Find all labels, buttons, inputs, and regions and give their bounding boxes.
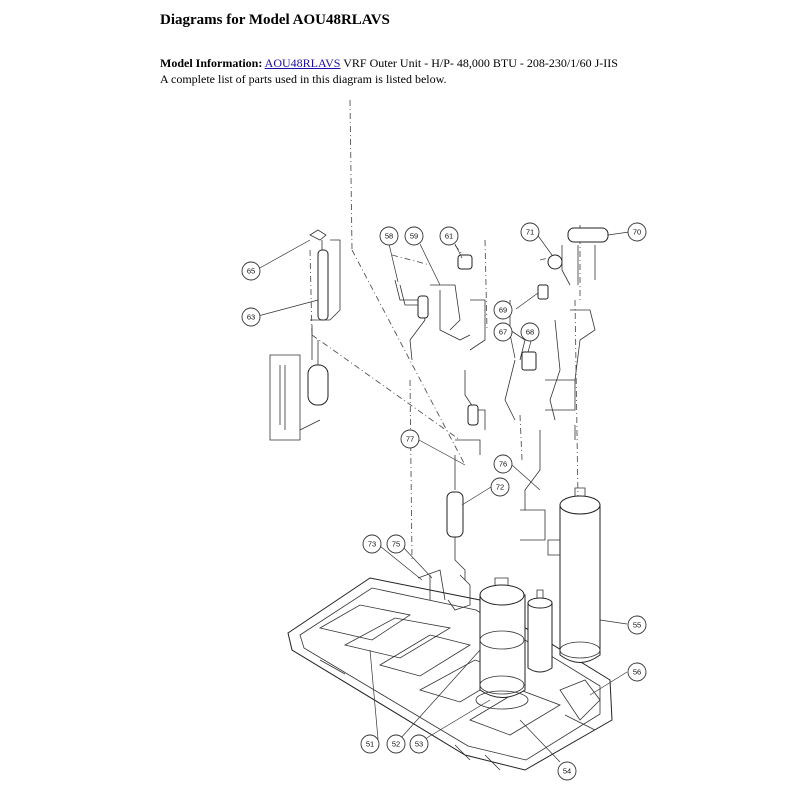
callout-70[interactable]: 70 — [627, 222, 647, 242]
svg-text:69: 69 — [499, 306, 507, 315]
svg-text:72: 72 — [496, 483, 504, 492]
callout-68[interactable]: 68 — [520, 322, 540, 342]
svg-text:70: 70 — [633, 228, 641, 237]
compressor — [475, 577, 529, 710]
svg-text:61: 61 — [445, 232, 453, 241]
svg-text:52: 52 — [392, 740, 400, 749]
svg-text:77: 77 — [406, 435, 414, 444]
callouts: 65 63 58 59 61 71 70 69 67 68 77 76 72 7… — [241, 222, 647, 781]
page-title: Diagrams for Model AOU48RLAVS — [160, 12, 390, 28]
assembly-guide-lines — [309, 99, 581, 561]
model-link[interactable]: AOU48RLAVS — [264, 56, 341, 70]
svg-text:54: 54 — [563, 767, 571, 776]
callout-55[interactable]: 55 — [627, 615, 647, 635]
receiver-tank — [547, 487, 601, 663]
svg-text:63: 63 — [247, 313, 255, 322]
mounting-bracket — [559, 679, 601, 721]
svg-text:51: 51 — [366, 740, 374, 749]
model-info-label: Model Information: — [160, 56, 263, 70]
svg-text:65: 65 — [247, 267, 255, 276]
callout-76[interactable]: 76 — [493, 454, 513, 474]
expansion-valve-assembly — [269, 229, 341, 441]
callout-72[interactable]: 72 — [490, 477, 510, 497]
svg-text:56: 56 — [633, 668, 641, 677]
callout-69[interactable]: 69 — [493, 300, 513, 320]
model-description: VRF Outer Unit - H/P- 48,000 BTU - 208-2… — [343, 56, 618, 70]
center-pipe-assembly — [394, 254, 486, 611]
callout-56[interactable]: 56 — [627, 662, 647, 682]
callout-54[interactable]: 54 — [557, 761, 577, 781]
callout-65[interactable]: 65 — [241, 261, 261, 281]
callout-53[interactable]: 53 — [409, 734, 429, 754]
callout-73[interactable]: 73 — [362, 534, 382, 554]
callout-67[interactable]: 67 — [493, 322, 513, 342]
svg-text:67: 67 — [499, 328, 507, 337]
callout-61[interactable]: 61 — [439, 226, 459, 246]
callout-51[interactable]: 51 — [360, 734, 380, 754]
svg-text:58: 58 — [385, 232, 393, 241]
svg-text:76: 76 — [499, 460, 507, 469]
callout-77[interactable]: 77 — [400, 429, 420, 449]
base-plate — [287, 577, 613, 771]
parts-note: A complete list of parts used in this di… — [160, 72, 447, 86]
callout-59[interactable]: 59 — [404, 226, 424, 246]
svg-text:68: 68 — [526, 328, 534, 337]
callout-71[interactable]: 71 — [520, 222, 540, 242]
callout-63[interactable]: 63 — [241, 307, 261, 327]
svg-text:55: 55 — [633, 621, 641, 630]
right-pipe-assembly — [504, 227, 609, 541]
callout-75[interactable]: 75 — [386, 534, 406, 554]
callout-58[interactable]: 58 — [379, 226, 399, 246]
accumulator — [527, 589, 553, 673]
svg-text:75: 75 — [392, 540, 400, 549]
svg-text:59: 59 — [410, 232, 418, 241]
svg-text:71: 71 — [526, 228, 534, 237]
svg-text:53: 53 — [415, 740, 423, 749]
callout-52[interactable]: 52 — [386, 734, 406, 754]
model-information: Model Information: AOU48RLAVS VRF Outer … — [160, 55, 618, 71]
callout-leaders — [257, 231, 630, 763]
svg-text:73: 73 — [368, 540, 376, 549]
